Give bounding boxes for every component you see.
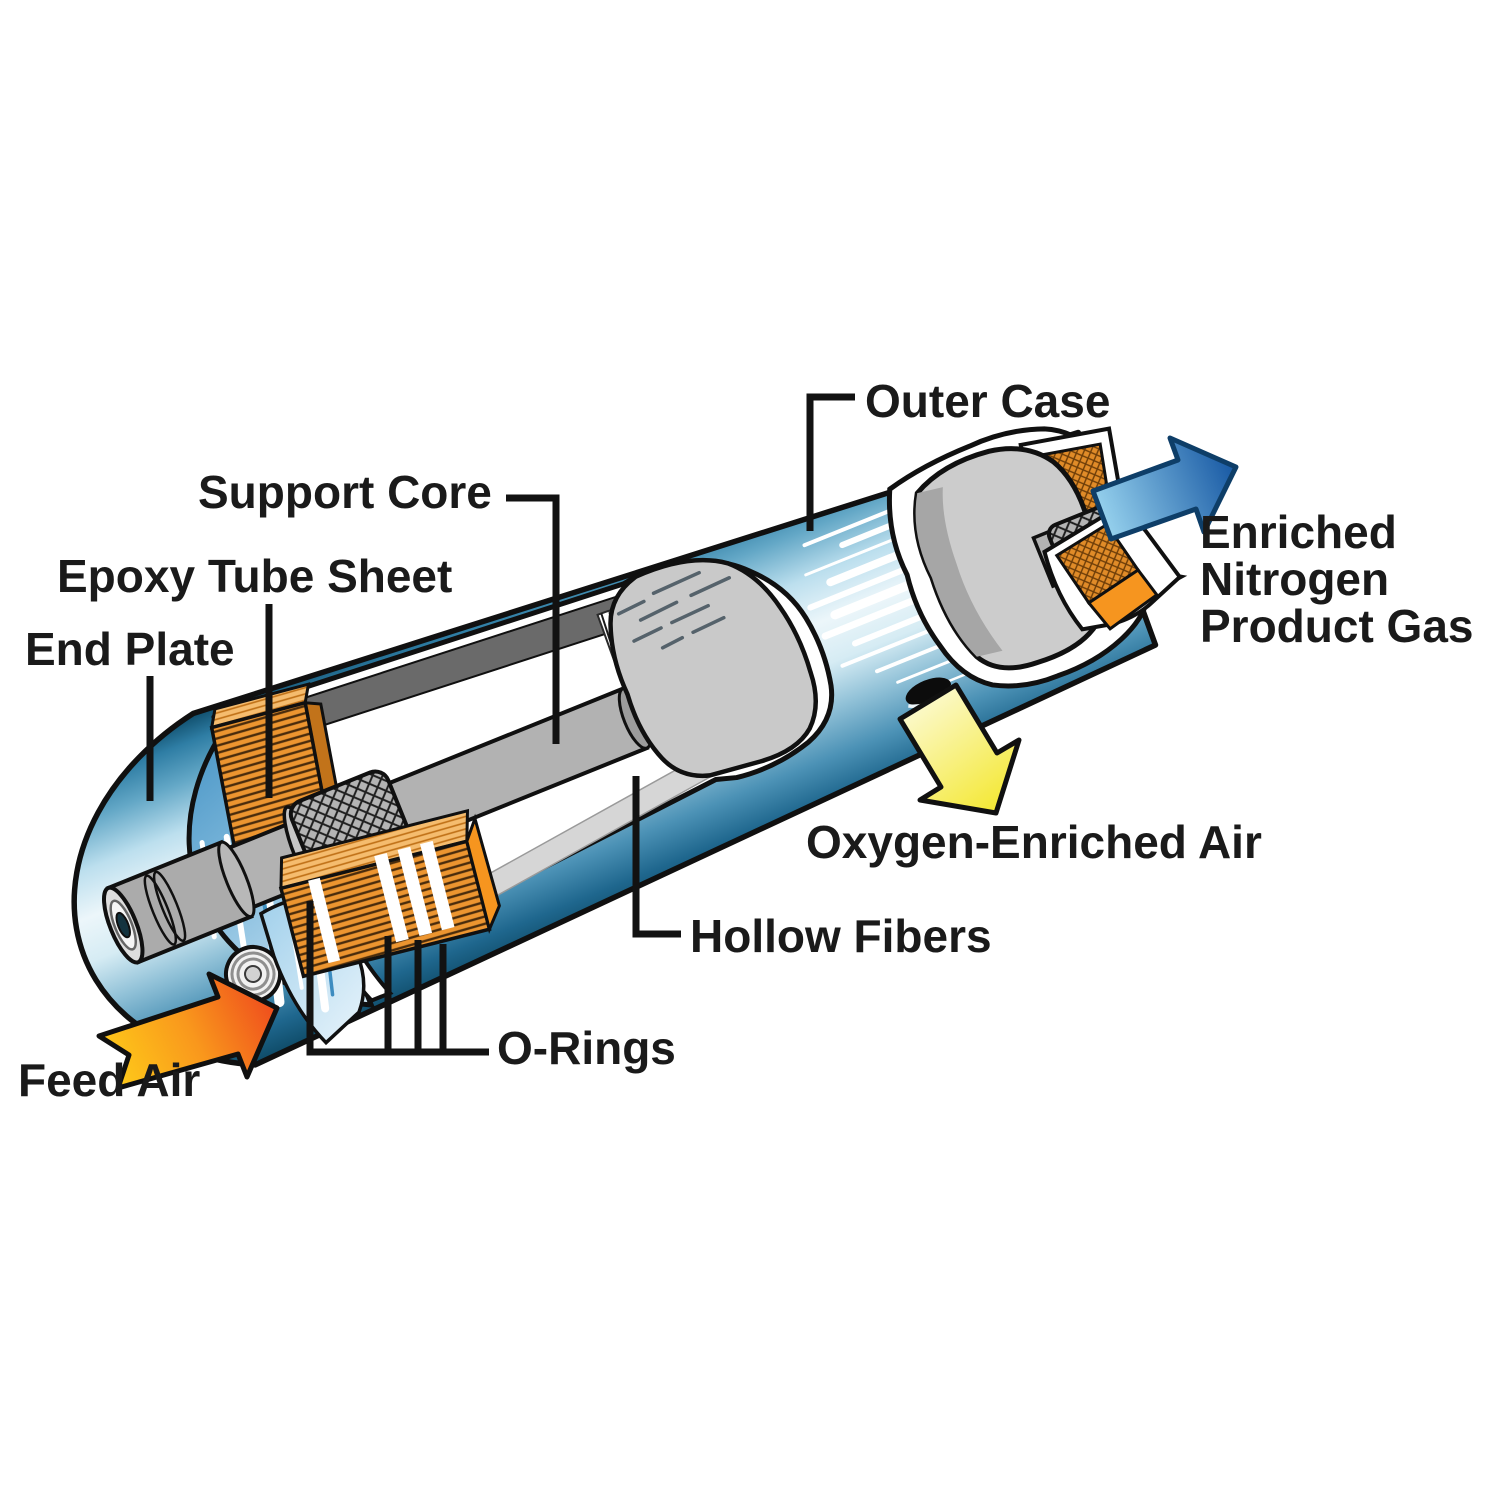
label-feed-air: Feed Air xyxy=(18,1054,200,1106)
epoxy-tube-sheet-lower xyxy=(278,808,501,979)
tube-sheet-dashes xyxy=(616,570,732,650)
label-end-plate: End Plate xyxy=(25,623,235,675)
nitrogen-product-arrow xyxy=(1090,435,1239,542)
end-tube-sheet-shade xyxy=(915,487,1003,657)
core-bore-hole xyxy=(115,911,131,939)
label-outer-case: Outer Case xyxy=(865,375,1110,427)
leader-hollow-fibers xyxy=(632,776,681,938)
o-ring-gap xyxy=(397,846,433,937)
o-ring-gaps xyxy=(308,840,455,964)
oxygen-enriched-air-arrow xyxy=(897,682,1022,816)
tube-sheet-mass xyxy=(608,557,819,779)
leader-outer-case xyxy=(806,393,855,531)
right-end-assembly xyxy=(886,426,1188,689)
label-enriched-line2: Nitrogen xyxy=(1200,553,1389,605)
label-enriched-line1: Enriched xyxy=(1200,506,1397,558)
o-ring-gap xyxy=(374,852,409,943)
label-hollow-fibers: Hollow Fibers xyxy=(690,910,992,962)
label-o-rings: O-Rings xyxy=(497,1022,676,1074)
leader-support-core xyxy=(506,494,560,744)
label-epoxy-tube-sheet: Epoxy Tube Sheet xyxy=(57,550,452,602)
label-oxygen-enriched-air: Oxygen-Enriched Air xyxy=(806,816,1262,868)
o-ring-gap xyxy=(308,877,341,964)
module-rotated-group xyxy=(71,426,1188,1068)
o-ring-gap xyxy=(420,840,455,931)
feed-air-arrow xyxy=(96,971,280,1091)
bundle-end-face xyxy=(465,813,501,934)
lower-bundle-end-face xyxy=(1086,568,1159,631)
leader-o-rings xyxy=(306,901,489,1056)
label-support-core: Support Core xyxy=(198,466,492,518)
label-enriched-line3: Product Gas xyxy=(1200,600,1474,652)
label-enriched-nitrogen-product-gas: Enriched Nitrogen Product Gas xyxy=(1200,506,1474,652)
